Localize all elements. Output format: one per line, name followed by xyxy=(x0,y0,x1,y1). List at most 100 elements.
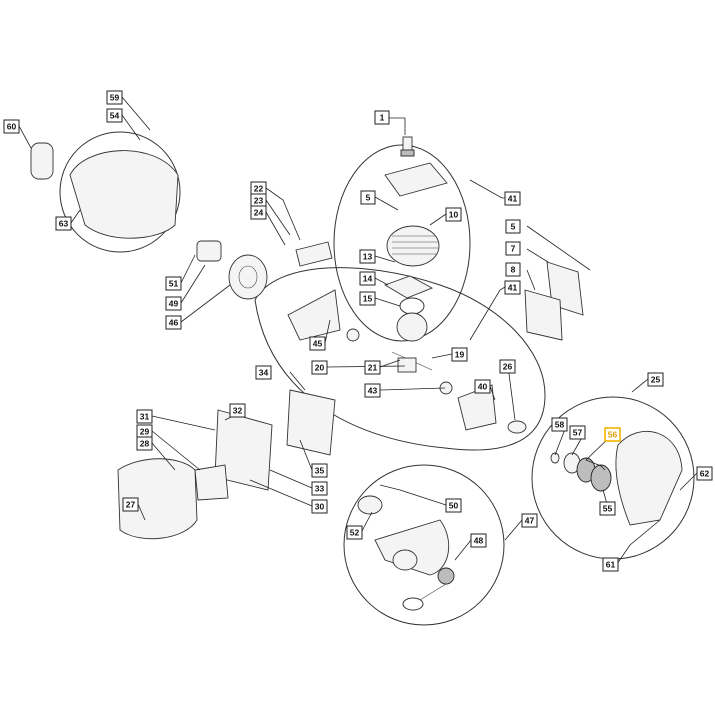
callout-33: 33 xyxy=(311,481,328,496)
svg-text:40: 40 xyxy=(478,382,488,392)
air-filter-cover-drawing xyxy=(117,458,198,540)
callout-1: 1 xyxy=(374,110,390,125)
callout-8: 8 xyxy=(505,262,521,277)
svg-text:27: 27 xyxy=(126,500,136,510)
svg-text:23: 23 xyxy=(254,196,264,206)
callout-28: 28 xyxy=(136,436,153,451)
svg-text:21: 21 xyxy=(368,363,378,373)
callout-35: 35 xyxy=(311,463,328,478)
callout-19: 19 xyxy=(451,347,468,362)
svg-text:41: 41 xyxy=(508,194,518,204)
callout-13: 13 xyxy=(359,249,376,264)
callout-49: 49 xyxy=(165,296,182,311)
svg-text:29: 29 xyxy=(140,427,150,437)
callout-32: 32 xyxy=(229,403,246,418)
callout-50: 50 xyxy=(445,498,462,513)
svg-text:34: 34 xyxy=(259,368,269,378)
carb-adapter-drawing xyxy=(286,389,336,456)
callout-55: 55 xyxy=(599,501,616,516)
svg-text:24: 24 xyxy=(254,208,264,218)
crankcase-drawing xyxy=(287,289,341,341)
fuel-tank-drawing xyxy=(357,495,455,611)
svg-text:20: 20 xyxy=(315,363,325,373)
fan-housing-drawing xyxy=(69,150,179,239)
seal-drawing xyxy=(507,420,527,434)
cylinder-group-outline xyxy=(333,144,471,342)
svg-text:32: 32 xyxy=(233,406,243,416)
cylinder-gasket-drawing xyxy=(384,162,448,197)
svg-text:45: 45 xyxy=(313,339,323,349)
callout-24: 24 xyxy=(250,205,267,220)
callout-51: 51 xyxy=(165,276,182,291)
svg-text:51: 51 xyxy=(169,279,179,289)
svg-text:62: 62 xyxy=(700,469,710,479)
callout-59: 59 xyxy=(106,90,123,105)
callout-52: 52 xyxy=(346,525,363,540)
svg-text:7: 7 xyxy=(511,244,516,254)
callout-61: 61 xyxy=(602,557,619,572)
svg-text:30: 30 xyxy=(315,502,325,512)
callout-30: 30 xyxy=(311,499,328,514)
callout-10: 10 xyxy=(445,207,462,222)
callout-21: 21 xyxy=(364,360,381,375)
svg-text:26: 26 xyxy=(503,362,513,372)
callout-40: 40 xyxy=(474,379,491,394)
svg-text:55: 55 xyxy=(603,504,613,514)
callout-60: 60 xyxy=(3,119,20,134)
air-filter-60-drawing xyxy=(30,142,54,180)
callout-58: 58 xyxy=(551,417,568,432)
callout-20: 20 xyxy=(311,360,328,375)
callout-25: 25 xyxy=(647,372,664,387)
callout-43: 43 xyxy=(364,383,381,398)
fuel-tank-group-outline xyxy=(343,464,505,626)
svg-text:33: 33 xyxy=(315,484,325,494)
callout-57: 57 xyxy=(569,425,586,440)
svg-text:58: 58 xyxy=(555,420,565,430)
carburetor-drawing xyxy=(214,409,273,491)
base-gasket-drawing xyxy=(383,275,434,299)
svg-text:50: 50 xyxy=(449,501,459,511)
svg-text:59: 59 xyxy=(110,93,120,103)
callout-45: 45 xyxy=(309,336,326,351)
trigger-drawing xyxy=(295,241,333,267)
callout-54: 54 xyxy=(106,108,123,123)
svg-text:47: 47 xyxy=(525,516,535,526)
callout-31: 31 xyxy=(136,409,153,424)
svg-text:8: 8 xyxy=(511,265,516,275)
svg-text:15: 15 xyxy=(363,294,373,304)
svg-text:41: 41 xyxy=(508,283,518,293)
svg-text:60: 60 xyxy=(7,122,17,132)
svg-text:57: 57 xyxy=(573,428,583,438)
leader-lines xyxy=(18,96,698,565)
callout-27: 27 xyxy=(122,497,139,512)
callout-26: 26 xyxy=(499,359,516,374)
svg-text:1: 1 xyxy=(380,113,385,123)
svg-text:25: 25 xyxy=(651,375,661,385)
callout-48: 48 xyxy=(470,533,487,548)
svg-text:19: 19 xyxy=(455,350,465,360)
svg-text:54: 54 xyxy=(110,111,120,121)
svg-text:14: 14 xyxy=(363,274,373,284)
callout-14: 14 xyxy=(359,271,376,286)
clutch-drawing xyxy=(196,240,222,262)
svg-text:49: 49 xyxy=(169,299,179,309)
svg-text:56: 56 xyxy=(608,430,618,440)
svg-text:10: 10 xyxy=(449,210,459,220)
svg-text:63: 63 xyxy=(59,219,69,229)
flywheel-drawing xyxy=(228,254,268,300)
svg-text:28: 28 xyxy=(140,439,150,449)
svg-text:31: 31 xyxy=(140,412,150,422)
callout-56-highlighted: 56 xyxy=(604,427,621,442)
callout-41-top: 41 xyxy=(504,191,521,206)
callout-15: 15 xyxy=(359,291,376,306)
recoil-starter-drawing xyxy=(550,430,683,526)
svg-text:46: 46 xyxy=(169,318,179,328)
svg-text:13: 13 xyxy=(363,252,373,262)
svg-text:61: 61 xyxy=(606,560,616,570)
bearing-drawing xyxy=(346,328,360,342)
piston-drawing xyxy=(396,312,428,342)
svg-text:22: 22 xyxy=(254,184,264,194)
piston-ring-drawing xyxy=(399,297,425,315)
callout-23: 23 xyxy=(250,193,267,208)
